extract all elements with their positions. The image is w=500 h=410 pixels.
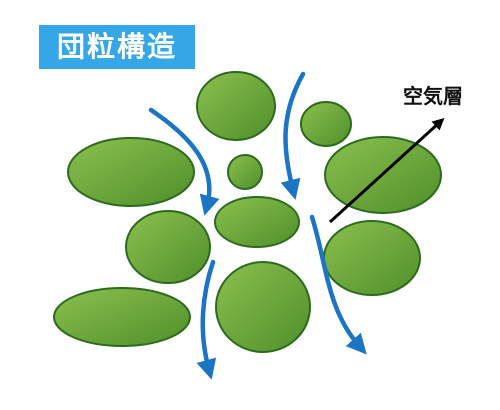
water-flow-arrow: [196, 259, 217, 380]
air-layer-pointer-arrow: [328, 117, 445, 224]
soil-particle: [53, 287, 191, 347]
soil-particle: [300, 101, 352, 147]
water-flow-arrow: [309, 214, 367, 355]
soil-particle: [125, 210, 211, 284]
air-layer-label: 空気層: [403, 84, 463, 108]
soil-particle: [227, 154, 263, 190]
soil-particle: [323, 220, 421, 296]
diagram-title: 団粒構造: [39, 25, 195, 69]
soil-particle: [214, 196, 300, 248]
water-flow-arrow: [280, 71, 306, 200]
soil-particle: [215, 261, 311, 353]
soil-particle: [67, 137, 195, 207]
soil-particle: [196, 71, 276, 141]
water-flow-arrow: [148, 107, 220, 216]
